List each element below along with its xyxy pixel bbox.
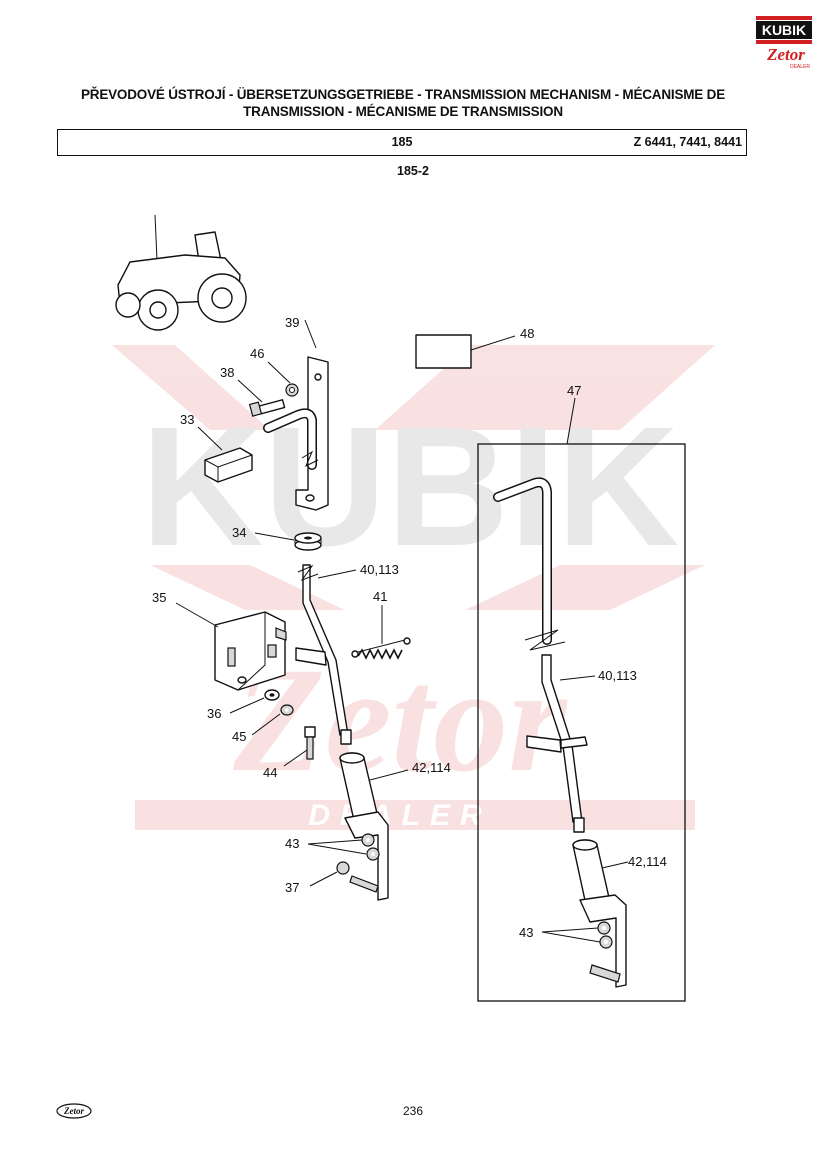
part-46-nut: 46 [250, 346, 299, 397]
label-46: 46 [250, 346, 264, 361]
logo-dealer: DEALER [790, 64, 810, 70]
shift-finger-right [526, 735, 562, 753]
section-info-bar: 185 Z 6441, 7441, 8441 [57, 129, 747, 156]
part-48-plate: 48 [415, 326, 534, 369]
watermark: KUBIK Zetor DEALER [112, 345, 715, 832]
part-35-bracket: 35 [152, 590, 287, 691]
front-wheel-far [115, 292, 141, 318]
watermark-sub: Zetor [232, 637, 568, 803]
inset-frame [477, 443, 686, 1002]
watermark-brand: KUBIK [141, 392, 679, 582]
watermark-stripe [150, 565, 345, 610]
part-38-bolt: 38 [220, 365, 286, 417]
label-44: 44 [263, 765, 277, 780]
label-38: 38 [220, 365, 234, 380]
logo-stripe [756, 16, 812, 20]
tractor-illustration [115, 214, 247, 331]
part-34-bushing: 34 [232, 525, 322, 551]
label-43-right: 43 [519, 925, 533, 940]
label-39: 39 [285, 315, 299, 330]
rear-hub [211, 287, 233, 309]
part-36-washer: 36 [207, 689, 280, 721]
part-41-spring: 41 [351, 589, 411, 660]
label-37: 37 [285, 880, 299, 895]
label-36: 36 [207, 706, 221, 721]
part-42-tube-left: 42,114 [339, 752, 451, 901]
section-number: 185 [391, 135, 413, 149]
label-42-right: 42,114 [628, 854, 667, 869]
watermark-dealer: DEALER [308, 799, 491, 832]
plate [415, 334, 472, 369]
label-42-left: 42,114 [412, 760, 451, 775]
label-48: 48 [520, 326, 534, 341]
exhaust-pipe [154, 214, 158, 261]
title-line-2: TRANSMISSION - MÉCANISME DE TRANSMISSION [243, 104, 563, 119]
logo-brand: KUBIK [762, 22, 806, 38]
label-45: 45 [232, 729, 246, 744]
part-47-assembly-inset: 47 40,113 42,114 43 [477, 383, 686, 1002]
part-37-stud: 37 [285, 861, 379, 895]
tube-bracket [344, 811, 389, 901]
part-45-washer: 45 [232, 704, 294, 744]
footer-zetor-logo: Zetor [56, 1103, 92, 1119]
kubik-logo: KUBIK Zetor DEALER [756, 16, 812, 70]
title-line-1: PŘEVODOVÉ ÚSTROJÍ - ÜBERSETZUNGSGETRIEBE… [80, 87, 726, 102]
label-40-left: 40,113 [360, 562, 399, 577]
logo-plate [756, 21, 812, 39]
part-43-nuts-left: 43 [285, 833, 380, 861]
label-34: 34 [232, 525, 246, 540]
logo-stripe [756, 40, 812, 44]
part-40-shift-rod-left: 40,113 [295, 562, 399, 745]
watermark-stripe [465, 565, 705, 610]
label-40-right: 40,113 [598, 668, 637, 683]
watermark-stripe [112, 345, 270, 430]
footer-logo-text: Zetor [63, 1106, 84, 1116]
subsection-number: 185-2 [397, 164, 429, 178]
label-35: 35 [152, 590, 166, 605]
label-33: 33 [180, 412, 194, 427]
part-39-gear-lever: 39 [263, 315, 329, 511]
page-title: PŘEVODOVÉ ÚSTROJÍ - ÜBERSETZUNGSGETRIEBE… [40, 86, 766, 120]
part-33-knob: 33 [180, 412, 253, 483]
tube-bracket-right [579, 894, 627, 988]
front-hub [149, 301, 167, 319]
watermark-bar [135, 800, 695, 830]
shift-finger [295, 647, 327, 666]
logo-sub: Zetor [766, 45, 805, 64]
label-41: 41 [373, 589, 387, 604]
part-44-bolt: 44 [263, 726, 316, 780]
label-47: 47 [567, 383, 581, 398]
page-number: 236 [402, 1104, 424, 1118]
label-43-left: 43 [285, 836, 299, 851]
model-list: Z 6441, 7441, 8441 [633, 135, 742, 149]
